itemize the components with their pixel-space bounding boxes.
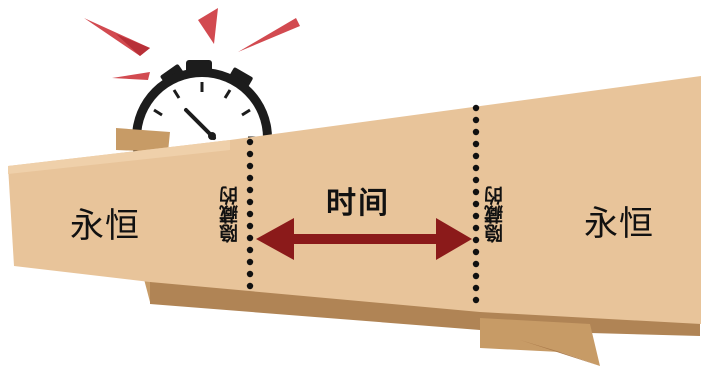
alarm-burst-icon [84,8,300,80]
ribbon-tail [480,318,600,366]
left-label: 永恒 [70,206,140,246]
ribbon-tail-shadow [520,340,600,366]
ribbon-main [8,76,701,324]
ribbon [8,76,701,366]
arrow-head-right [436,218,472,260]
stopwatch-pivot [208,132,216,140]
burst-ray [112,72,150,80]
double-arrow-icon [256,218,472,260]
ribbon-fold-top-left [116,128,170,152]
right-label: 永恒 [584,204,654,244]
divider-left [246,138,254,290]
stopwatch-side-button [229,67,253,88]
burst-ray [116,34,150,56]
burst-ray [238,18,300,52]
arrow-shaft [282,234,450,244]
arrow-head-left [256,218,294,260]
ribbon-main-shade [8,140,230,174]
burst-ray [198,8,218,44]
center-label: 时间 [326,186,390,221]
divider-left-label: 隐藏的 [219,186,241,243]
divider-right-label: 隐藏的 [484,186,506,243]
divider-right [472,104,480,304]
